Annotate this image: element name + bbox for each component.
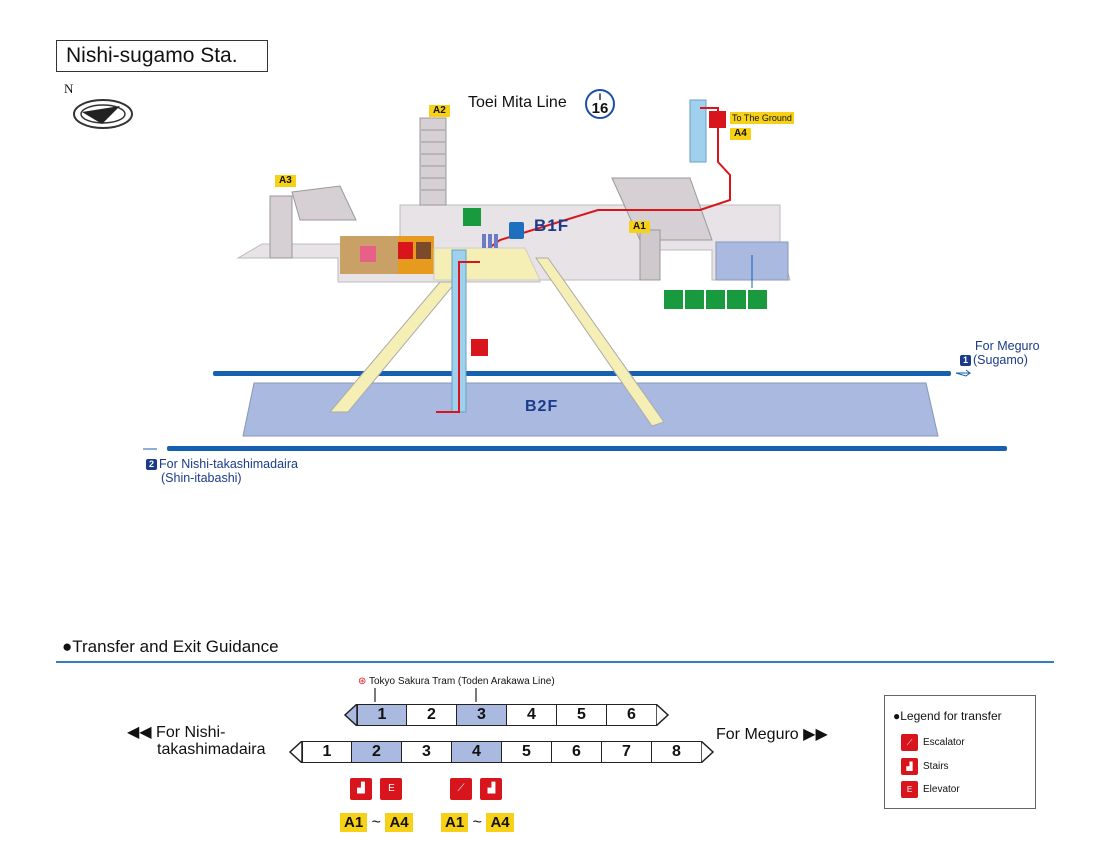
guidance-title: ●Transfer and Exit Guidance (62, 637, 279, 656)
b2f-platform (242, 382, 939, 437)
line-badge-number: 16 (591, 100, 609, 117)
direction-left-line2: takashimadaira (157, 741, 266, 758)
phone-icon (509, 222, 524, 239)
exit-from: A1 (340, 813, 368, 832)
platform-1-badge: 1 (960, 355, 971, 366)
legend-escalator: ⟋ Escalator (901, 734, 965, 751)
direction-meguro-label: For Meguro (975, 339, 1040, 353)
legend-stairs: ▟ Stairs (901, 758, 949, 775)
car-8-6: 6 (552, 741, 602, 763)
escalator-icon: ⟋ (901, 734, 918, 751)
exit-to: A4 (385, 813, 413, 832)
car4-transfer-icons: ⟋ ▟ (450, 778, 503, 800)
direction-left-line1: ◀◀ For Nishi- (127, 724, 226, 741)
car-8-3: 3 (402, 741, 452, 763)
car-6-5: 5 (557, 704, 607, 726)
locker-icon (416, 242, 431, 259)
car-6-1: 1 (357, 704, 407, 726)
office-icon (360, 246, 376, 262)
section-divider (56, 661, 1054, 663)
station-title: Nishi-sugamo Sta. (56, 40, 268, 72)
car-8-2: 2 (352, 741, 402, 763)
track-nishi (167, 446, 1007, 451)
station-map (73, 99, 1007, 451)
car-6-4: 4 (507, 704, 557, 726)
train8-nose-left (289, 741, 303, 763)
exit-sep: ~ (371, 814, 381, 831)
line-badge-letter: I (598, 92, 602, 102)
escalator-icon: ⟋ (450, 778, 472, 800)
stairs-icon: ▟ (350, 778, 372, 800)
train6-nose-left (344, 704, 358, 726)
tram-label: ⊛ Tokyo Sakura Tram (Toden Arakawa Line) (358, 676, 555, 687)
elevator-icon: E (901, 781, 918, 798)
line-badge: I 16 (585, 89, 615, 119)
line-name: Toei Mita Line (468, 94, 567, 111)
north-label: N (64, 81, 74, 96)
b1f-label: B1F (534, 216, 570, 235)
direction-nishi-label: For Nishi-takashimadaira (159, 457, 298, 471)
train6-nose-right (656, 704, 670, 726)
elevator-icon: E (380, 778, 403, 800)
direction-meguro-sub: (Sugamo) (973, 353, 1028, 367)
stairs-icon: ▟ (901, 758, 918, 775)
stair-a2 (419, 117, 447, 206)
exit-to: A4 (486, 813, 514, 832)
car-8-8: 8 (652, 741, 702, 763)
to-ground-tag: To The Ground (730, 112, 794, 124)
train-6-cars: 1 2 3 4 5 6 (357, 704, 657, 726)
tram-icon: ⊛ (358, 676, 367, 687)
car4-exit-range: A1 ~ A4 (441, 813, 514, 832)
direction-meguro: For Meguro 1(Sugamo) (960, 339, 1040, 367)
tram-connector (374, 688, 477, 702)
exit-a3-tag: A3 (275, 175, 296, 187)
exit-a1-tag: A1 (629, 221, 650, 233)
elevator-b2-icon (471, 339, 488, 356)
toilet-icon (664, 290, 767, 309)
direction-right: For Meguro ▶▶ (716, 726, 828, 743)
stair-down-right (535, 257, 665, 427)
gate-icons (482, 234, 498, 248)
legend-elevator: E Elevator (901, 781, 960, 798)
car-6-6: 6 (607, 704, 657, 726)
compass-icon (73, 99, 133, 129)
exit-from: A1 (441, 813, 469, 832)
a4-elevator-shaft (689, 99, 707, 163)
track-meguro (213, 371, 951, 376)
exit-sep: ~ (472, 814, 482, 831)
stair-down-left (328, 281, 458, 413)
direction-nishi-sub: (Shin-itabashi) (161, 471, 242, 485)
aed-icon (398, 242, 413, 259)
info-icon (463, 208, 481, 226)
legend-title: ●Legend for transfer (893, 709, 1002, 723)
gate-area (433, 247, 541, 281)
car-8-1: 1 (302, 741, 352, 763)
stair-a3 (269, 195, 293, 259)
direction-left: ◀◀ For Nishi- takashimadaira (127, 724, 266, 758)
car2-exit-range: A1 ~ A4 (340, 813, 413, 832)
legend-escalator-label: Escalator (923, 737, 965, 748)
car-8-5: 5 (502, 741, 552, 763)
exit-a4-tag: A4 (730, 128, 751, 140)
legend-elevator-label: Elevator (923, 784, 960, 795)
legend-stairs-label: Stairs (923, 761, 949, 772)
car-6-3: 3 (457, 704, 507, 726)
car-6-2: 2 (407, 704, 457, 726)
exit-a2-tag: A2 (429, 105, 450, 117)
train8-nose-right (701, 741, 715, 763)
legend-box: ●Legend for transfer ⟋ Escalator ▟ Stair… (884, 695, 1036, 809)
car-8-4: 4 (452, 741, 502, 763)
car-8-7: 7 (602, 741, 652, 763)
platform-2-badge: 2 (146, 459, 157, 470)
train-8-cars: 1 2 3 4 5 6 7 8 (302, 741, 702, 763)
tram-label-text: Tokyo Sakura Tram (Toden Arakawa Line) (369, 676, 555, 687)
stairs-icon: ▟ (480, 778, 503, 800)
b2f-label: B2F (525, 398, 559, 415)
car2-transfer-icons: ▟ E (350, 778, 403, 800)
elevator-a4-icon (709, 111, 726, 128)
